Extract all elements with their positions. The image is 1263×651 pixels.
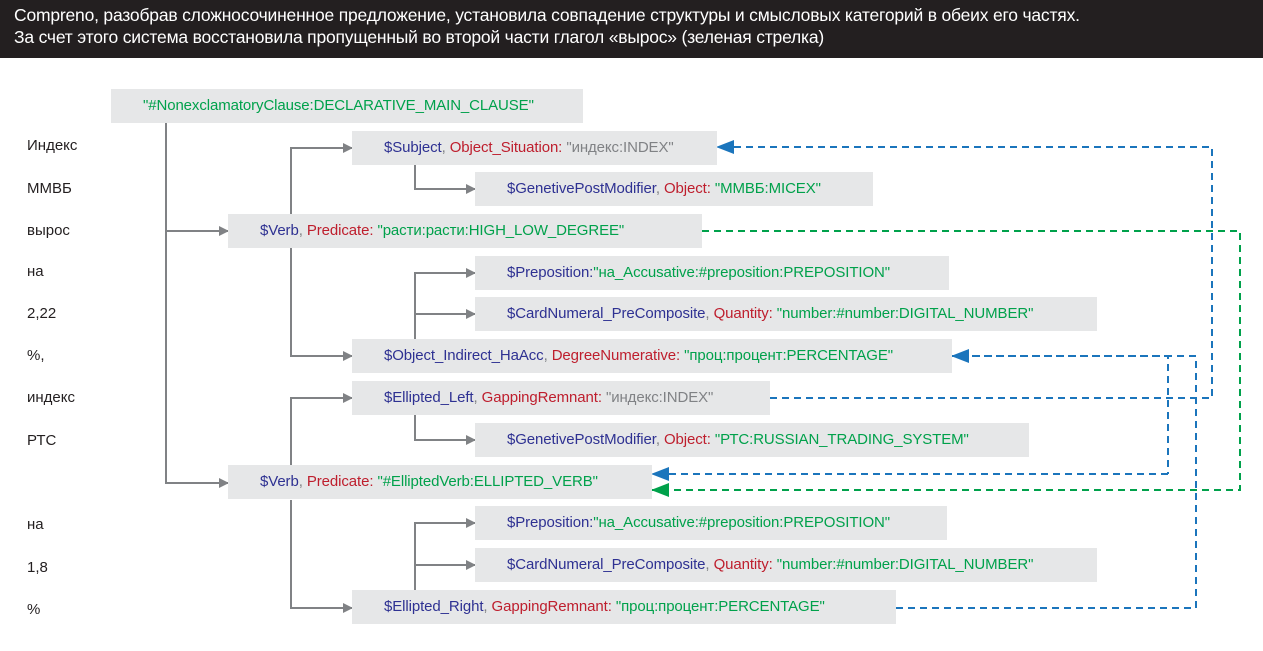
node-main-clause: "#NonexclamatoryClause:DECLARATIVE_MAIN_…	[111, 89, 583, 123]
node-func: Quantity:	[713, 305, 773, 322]
node-subject: $Subject, Object_Situation: "индекс:INDE…	[352, 131, 717, 165]
node-func: Object:	[663, 180, 711, 197]
node-value: "проц:процент:PERCENTAGE"	[615, 598, 825, 615]
node-func: Object_Situation:	[449, 139, 563, 156]
word: ММВБ	[27, 180, 72, 197]
node-sep: ,	[705, 305, 714, 322]
node-value: "индекс:INDEX"	[605, 389, 714, 406]
node-sep: ,	[543, 347, 552, 364]
word: на	[27, 516, 44, 533]
word: вырос	[27, 222, 70, 239]
node-sep: ,	[655, 180, 664, 197]
node-sep: ,	[298, 473, 307, 490]
node-role: $Verb	[260, 222, 299, 239]
node-role: $GenetivePostModifier	[507, 180, 656, 197]
node-value: "расти:расти:HIGH_LOW_DEGREE"	[377, 222, 625, 239]
node-genetive-micex: $GenetivePostModifier, Object: "ММВБ:MIC…	[475, 172, 873, 206]
word: 2,22	[27, 305, 57, 322]
node-role: $GenetivePostModifier	[507, 431, 656, 448]
word: %,	[27, 347, 45, 364]
node-sep: ,	[298, 222, 307, 239]
node-ellipted-left: $Ellipted_Left, GappingRemnant: "индекс:…	[352, 381, 770, 415]
node-role: $Object_Indirect_HaAcc	[384, 347, 544, 364]
node-role: $Ellipted_Right	[384, 598, 484, 615]
node-value: "#ElliptedVerb:ELLIPTED_VERB"	[377, 473, 598, 490]
node-cardnumeral-1: $CardNumeral_PreComposite, Quantity: "nu…	[475, 297, 1097, 331]
node-func: GappingRemnant:	[481, 389, 602, 406]
tree-lines	[165, 123, 476, 613]
header-banner: Compreno, разобрав сложносочиненное пред…	[0, 0, 1263, 58]
word: на	[27, 263, 44, 280]
node-role: $Ellipted_Left	[384, 389, 474, 406]
node-cardnumeral-2: $CardNumeral_PreComposite, Quantity: "nu…	[475, 548, 1097, 582]
node-verb-1: $Verb, Predicate: "расти:расти:HIGH_LOW_…	[228, 214, 702, 248]
node-genetive-rts: $GenetivePostModifier, Object: "РТС:RUSS…	[475, 423, 1029, 457]
node-func: GappingRemnant:	[491, 598, 612, 615]
header-line-2: За счет этого система восстановила пропу…	[14, 27, 825, 47]
node-value: "РТС:RUSSIAN_TRADING_SYSTEM"	[714, 431, 969, 448]
node-func: Predicate:	[306, 222, 374, 239]
node-sep: ,	[483, 598, 492, 615]
node-value: "индекс:INDEX"	[566, 139, 674, 156]
node-value: "проц:процент:PERCENTAGE"	[684, 347, 893, 364]
node-value: "ММВБ:MICEX"	[714, 180, 821, 197]
node-value: "number:#number:DIGITAL_NUMBER"	[776, 556, 1034, 573]
node-role: $Subject	[384, 139, 442, 156]
coreference-arrows	[651, 140, 1241, 609]
word: %	[27, 601, 41, 618]
node-value: "на_Accusative:#preposition:PREPOSITION"	[593, 264, 890, 281]
node-sep: ,	[655, 431, 664, 448]
node-sep: ,	[441, 139, 450, 156]
node-verb-ellipted: $Verb, Predicate: "#ElliptedVerb:ELLIPTE…	[228, 465, 652, 499]
node-role: $CardNumeral_PreComposite	[507, 556, 706, 573]
header-line-1: Compreno, разобрав сложносочиненное пред…	[14, 5, 1080, 25]
word: 1,8	[27, 559, 48, 576]
node-preposition-1: $Preposition:"на_Accusative:#preposition…	[475, 256, 949, 290]
node-value: "#NonexclamatoryClause:DECLARATIVE_MAIN_…	[143, 97, 534, 114]
node-role: $Preposition:	[507, 264, 594, 281]
word: индекс	[27, 389, 75, 406]
node-func: DegreeNumerative:	[551, 347, 681, 364]
node-ellipted-right: $Ellipted_Right, GappingRemnant: "проц:п…	[352, 590, 896, 624]
node-object-indirect: $Object_Indirect_HaAcc, DegreeNumerative…	[352, 339, 952, 373]
node-role: $Preposition:	[507, 514, 594, 531]
word: РТС	[27, 432, 57, 449]
node-role: $CardNumeral_PreComposite	[507, 305, 706, 322]
word: Индекс	[27, 137, 78, 154]
node-preposition-2: $Preposition:"на_Accusative:#preposition…	[475, 506, 947, 540]
node-value: "number:#number:DIGITAL_NUMBER"	[776, 305, 1034, 322]
node-sep: ,	[473, 389, 482, 406]
node-func: Object:	[663, 431, 711, 448]
node-func: Predicate:	[306, 473, 374, 490]
node-value: "на_Accusative:#preposition:PREPOSITION"	[593, 514, 890, 531]
node-role: $Verb	[260, 473, 299, 490]
node-sep: ,	[705, 556, 714, 573]
node-func: Quantity:	[713, 556, 773, 573]
